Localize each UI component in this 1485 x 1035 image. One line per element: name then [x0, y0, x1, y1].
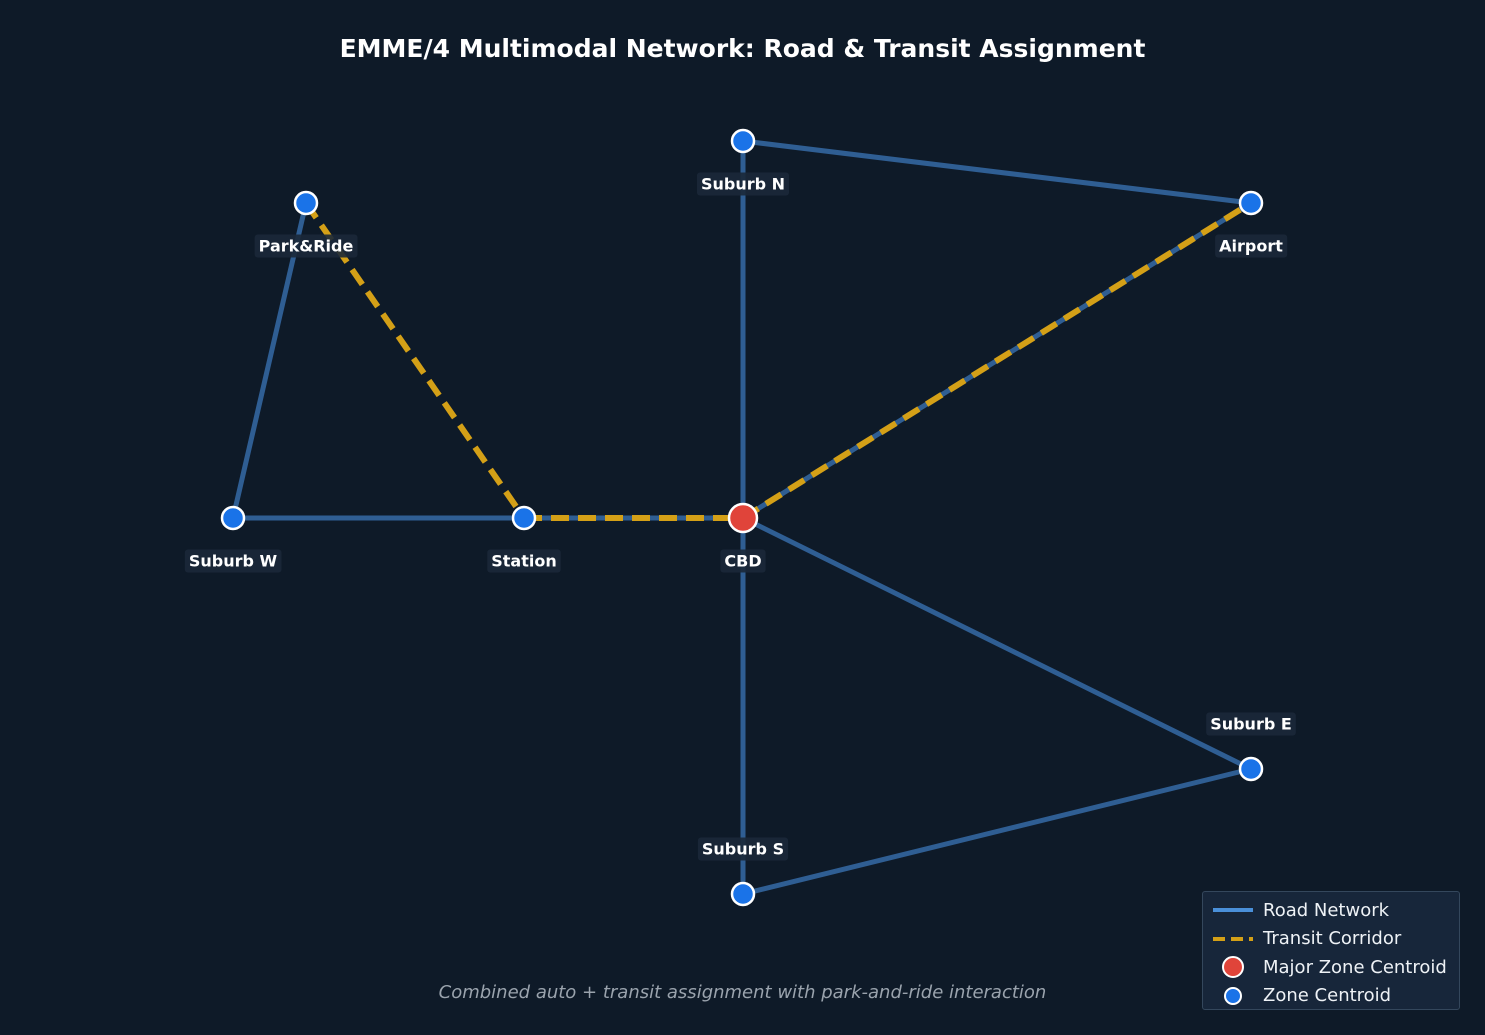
transit-dash-icon	[1209, 929, 1257, 949]
node-label: Suburb S	[702, 840, 784, 859]
node-label-background	[487, 549, 561, 573]
legend-item-major: Major Zone Centroid	[1209, 953, 1459, 982]
node-label-background	[184, 549, 282, 573]
node-label: Suburb W	[189, 552, 278, 571]
legend-label: Zone Centroid	[1263, 985, 1392, 1007]
zone-centroid-icon	[1209, 986, 1257, 1006]
legend-label: Transit Corridor	[1263, 928, 1402, 950]
zone-centroid-node	[220, 505, 246, 531]
road-link	[742, 766, 1252, 897]
major-centroid-node	[727, 502, 759, 534]
node-label: Suburb E	[1210, 715, 1292, 734]
node-label-background	[696, 172, 790, 196]
node-label: Suburb N	[701, 175, 785, 194]
legend-item-zone: Zone Centroid	[1209, 982, 1459, 1011]
node-label: Airport	[1219, 237, 1283, 256]
road-link	[742, 138, 1252, 206]
node-label-background	[1206, 712, 1296, 736]
node-label: Park&Ride	[259, 237, 354, 256]
legend-item-transit: Transit Corridor	[1209, 925, 1459, 954]
zone-centroid-node	[293, 190, 319, 216]
node-label-background	[697, 837, 789, 861]
node-label-background	[1215, 234, 1288, 258]
diagram-title: EMME/4 Multimodal Network: Road & Transi…	[339, 34, 1146, 63]
zone-centroid-node	[730, 881, 756, 907]
transit-link	[741, 200, 1253, 521]
zone-centroid-node	[1238, 190, 1264, 216]
node-label-background	[254, 234, 358, 258]
legend-item-road: Road Network	[1209, 896, 1459, 925]
node-label-background	[720, 549, 766, 573]
zone-centroid-node	[511, 505, 537, 531]
major-centroid-icon	[1209, 956, 1257, 979]
zone-centroid-node	[730, 128, 756, 154]
node-label: CBD	[724, 552, 761, 571]
zone-centroid-node	[1238, 756, 1264, 782]
legend: Road Network Transit Corridor Major Zone…	[1202, 891, 1460, 1010]
legend-label: Road Network	[1263, 899, 1390, 921]
road-line-icon	[1209, 900, 1257, 920]
node-label: Station	[491, 552, 556, 571]
legend-label: Major Zone Centroid	[1263, 956, 1447, 978]
diagram-subtitle: Combined auto + transit assignment with …	[438, 982, 1047, 1003]
road-link	[741, 515, 1253, 772]
